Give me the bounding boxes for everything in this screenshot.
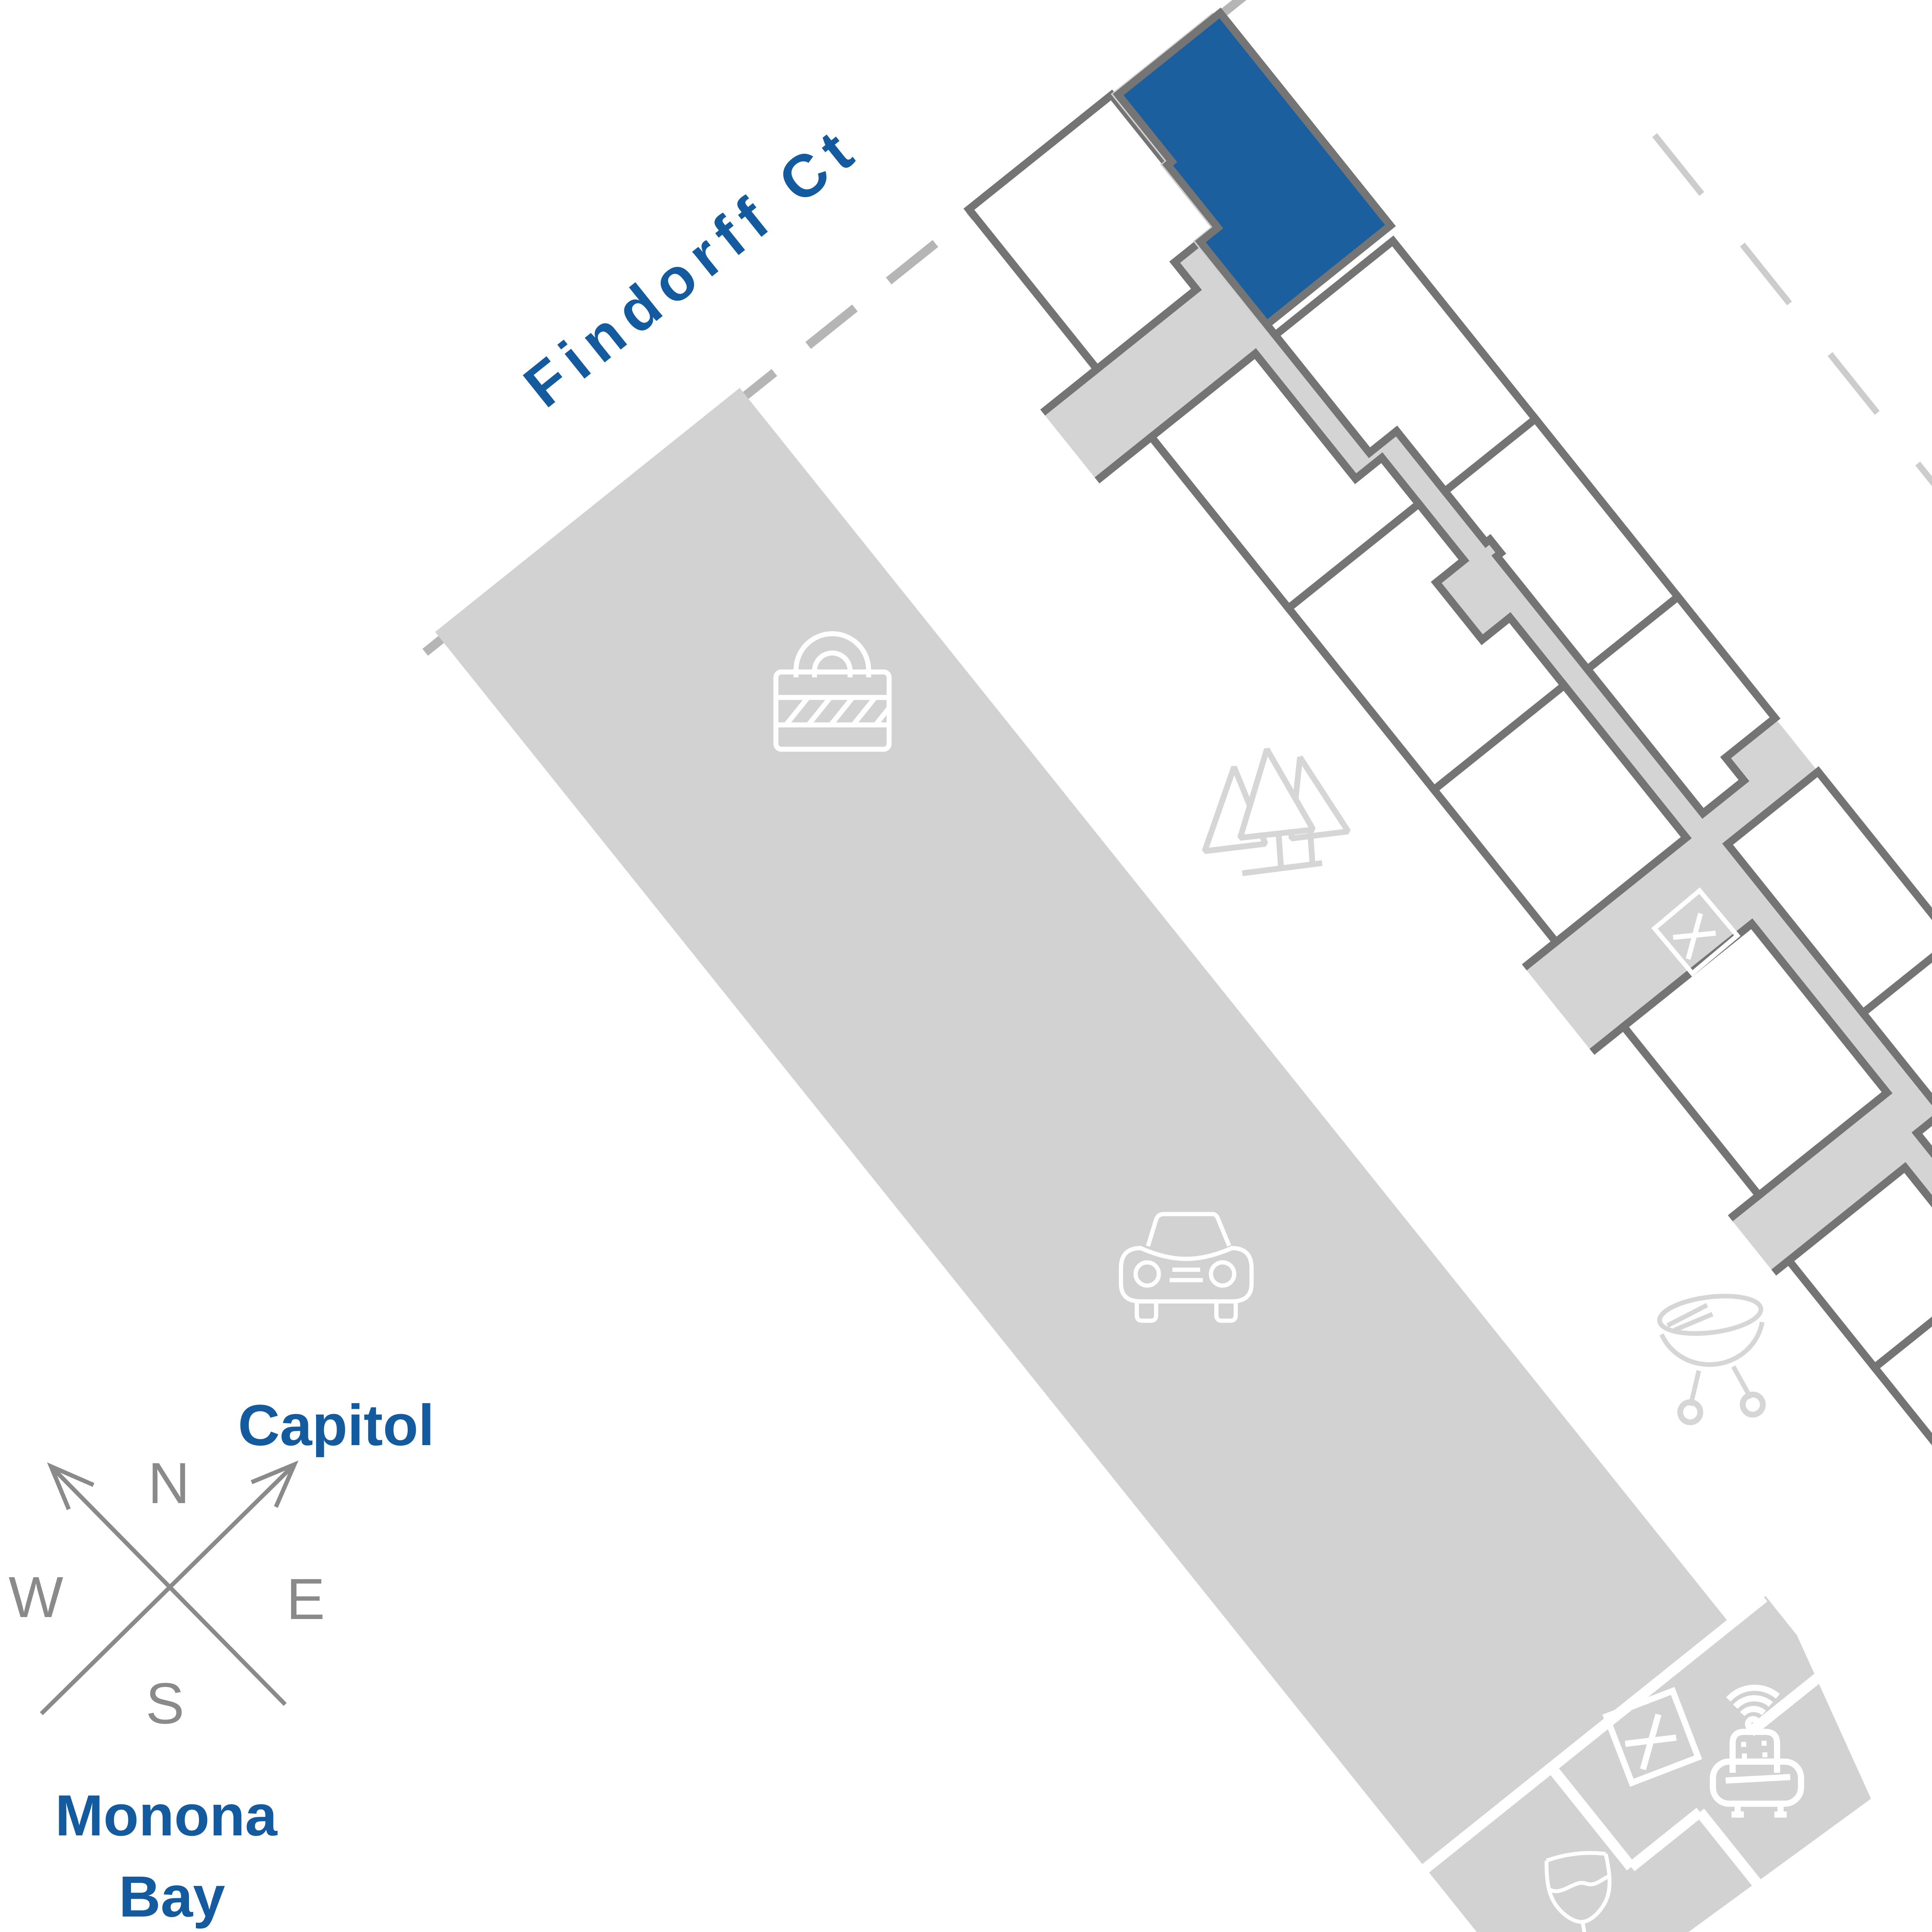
svg-text:S: S [146, 1671, 184, 1736]
svg-text:W: W [9, 1565, 63, 1629]
svg-text:Bay: Bay [119, 1864, 225, 1929]
svg-text:E: E [286, 1566, 325, 1631]
svg-text:N: N [148, 1451, 190, 1515]
svg-text:Monona: Monona [55, 1783, 278, 1848]
svg-text:Capitol: Capitol [238, 1393, 434, 1458]
